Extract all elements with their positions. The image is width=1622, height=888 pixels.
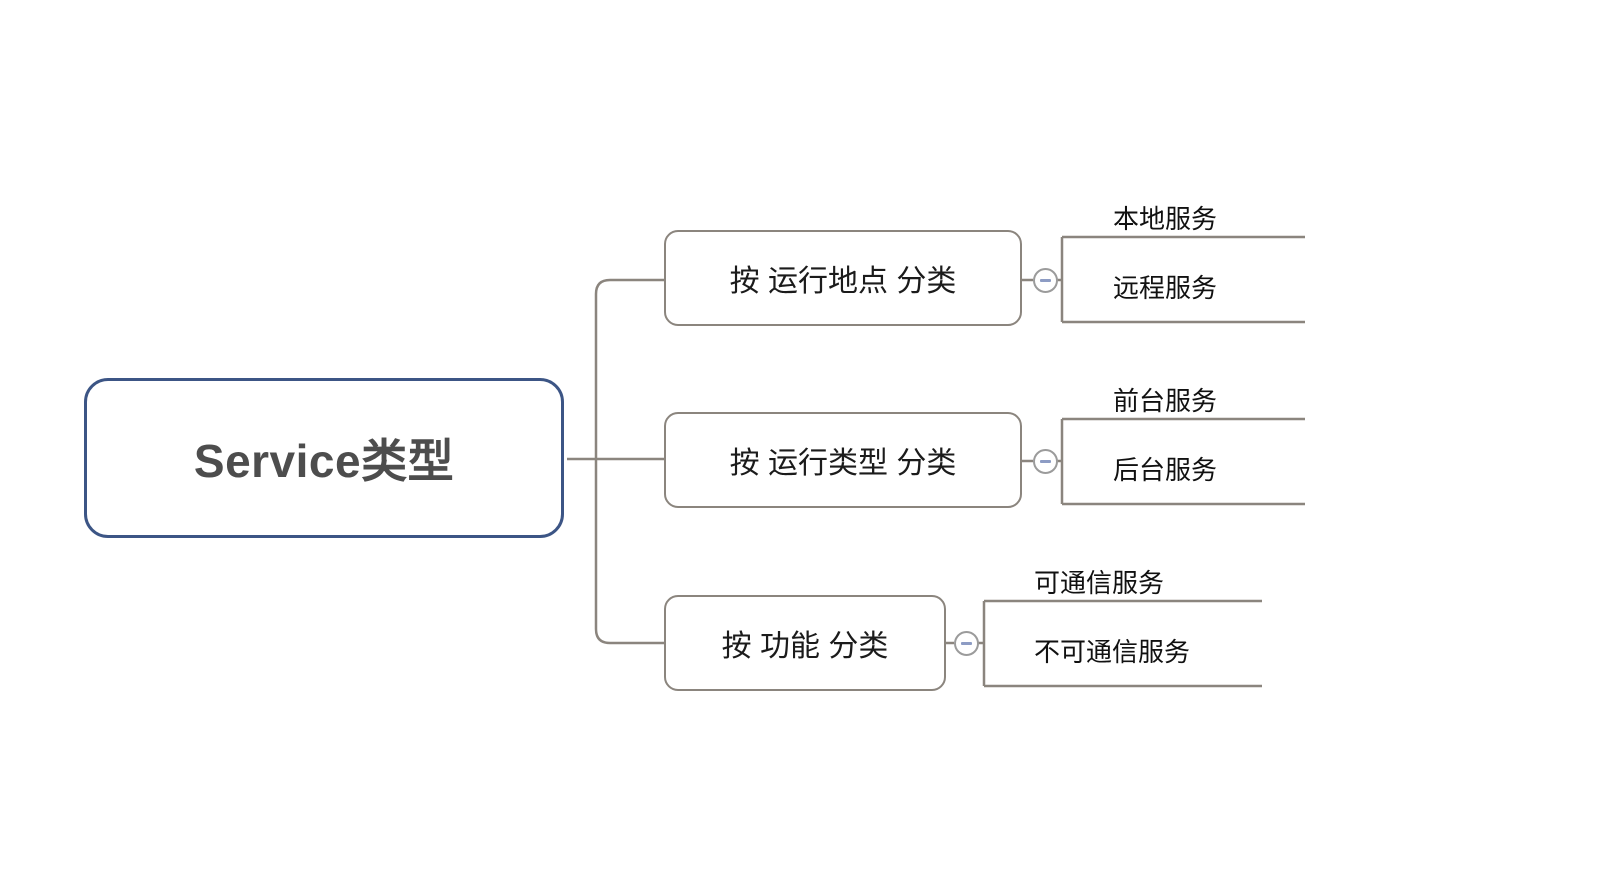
root-node-label: Service类型 bbox=[193, 435, 455, 487]
minus-glyph bbox=[961, 642, 972, 645]
branch-node-1[interactable]: 按 运行地点 分类 bbox=[664, 230, 1022, 326]
branch-node-2-label: 按 运行类型 分类 bbox=[729, 447, 957, 480]
leaf-label-1-2[interactable]: 远程服务 bbox=[1113, 273, 1218, 303]
branch-node-3[interactable]: 按 功能 分类 bbox=[664, 595, 946, 691]
leaf-label-3-2[interactable]: 不可通信服务 bbox=[1034, 637, 1191, 667]
minus-glyph bbox=[1040, 460, 1051, 463]
trunk-to-branch-3 bbox=[594, 459, 664, 645]
branch-node-3-label: 按 功能 分类 bbox=[721, 630, 889, 663]
leaf-label-3-1[interactable]: 可通信服务 bbox=[1034, 568, 1165, 598]
leaf-label-1-1[interactable]: 本地服务 bbox=[1113, 204, 1218, 234]
minus-circle-icon-branch-2[interactable] bbox=[1033, 449, 1058, 474]
leaf-label-2-1[interactable]: 前台服务 bbox=[1113, 386, 1218, 416]
branch-node-1-label: 按 运行地点 分类 bbox=[729, 265, 957, 298]
minus-glyph bbox=[1040, 279, 1051, 282]
root-node[interactable]: Service类型 bbox=[84, 378, 564, 538]
minus-circle-icon-branch-1[interactable] bbox=[1033, 268, 1058, 293]
branch-node-2[interactable]: 按 运行类型 分类 bbox=[664, 412, 1022, 508]
trunk-to-branch-1 bbox=[594, 278, 664, 459]
leaf-label-2-2[interactable]: 后台服务 bbox=[1113, 455, 1218, 485]
minus-circle-icon-branch-3[interactable] bbox=[954, 631, 979, 656]
